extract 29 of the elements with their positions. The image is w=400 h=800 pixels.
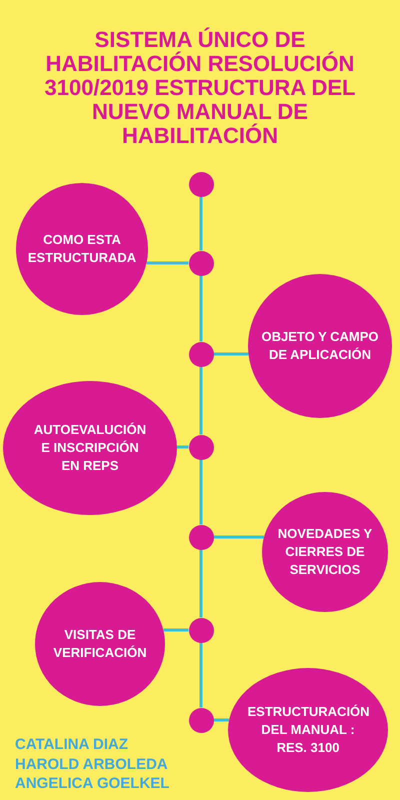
topic-label: COMO ESTA ESTRUCTURADA [26,231,138,267]
timeline-dot [188,524,214,550]
connector-line [200,460,202,524]
author-name: ANGELICA GOELKEL [15,774,170,793]
connector-line [146,262,188,264]
connector-line [200,550,202,618]
timeline-dot [188,434,214,460]
connector-line [200,276,202,342]
timeline-dot [188,618,214,642]
topic-label: VISITAS DE VERIFICACIÓN [52,626,148,662]
topic-label: OBJETO Y CAMPO DE APLICACIÓN [260,328,380,364]
topic-label: NOVEDADES Y CIERRES DE SERVICIOS [276,525,374,579]
connector-line [177,446,188,448]
topic-label: ESTRUCTURACIÓN DEL MANUAL : RES. 3100 [248,703,368,757]
timeline-dot [188,342,214,366]
timeline-dot [188,172,214,196]
author-name: CATALINA DIAZ [15,735,128,754]
timeline-dot [188,250,214,276]
connector-line [200,366,202,434]
connector-line [163,628,188,632]
topic-label: AUTOEVALUCIÓN E INSCRIPCIÓN EN REPS [32,421,148,475]
title: SISTEMA ÚNICO DE HABILITACIÓN RESOLUCIÓN 3100/2019 ESTRUCTURA DEL NUEVO MANUAL DE HABILITACIÓN [44,28,356,148]
connector-line [214,536,264,538]
author-name: HAROLD ARBOLEDA [15,755,168,774]
connector-line [200,196,202,250]
connector-line [200,642,202,708]
connector-line [214,718,230,722]
connector-line [214,352,248,356]
timeline-dot [188,708,214,732]
